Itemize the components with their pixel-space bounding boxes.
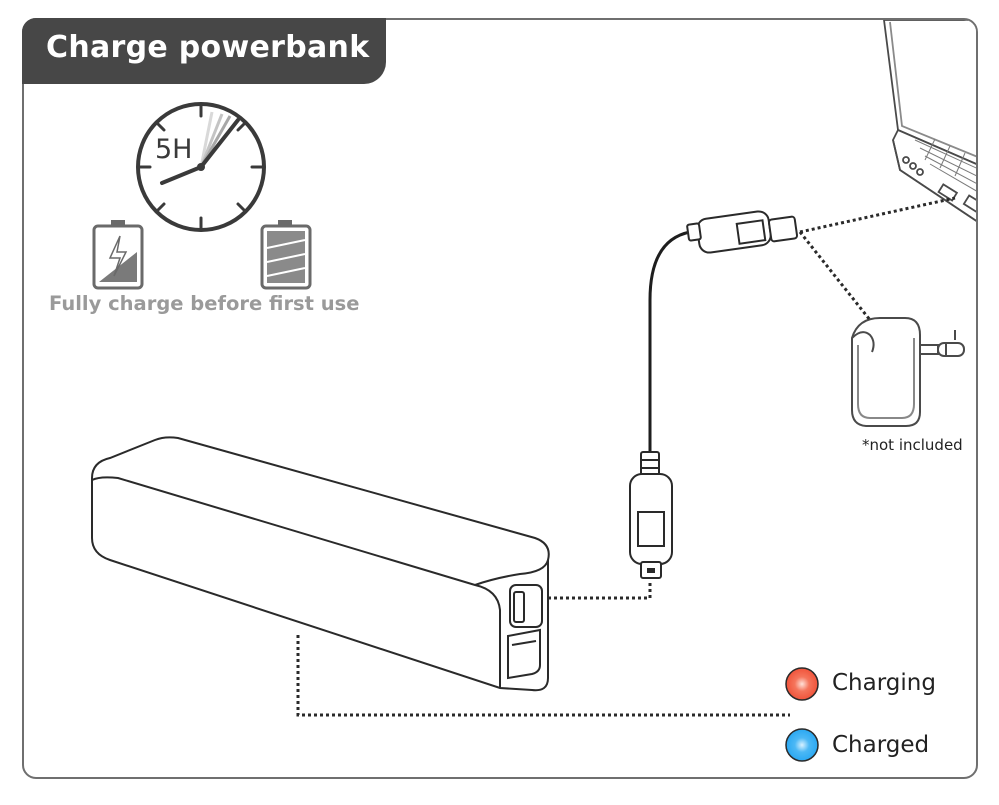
clock-label: 5H: [155, 134, 193, 165]
battery-full-icon: [260, 220, 312, 290]
first-use-note: Fully charge before first use: [49, 292, 360, 315]
battery-charging-icon: [92, 220, 144, 290]
wall-adapter-icon: [851, 317, 965, 427]
legend-charging-label: Charging: [832, 670, 936, 696]
diagram-frame: [22, 18, 978, 779]
legend-charged-label: Charged: [832, 732, 930, 758]
not-included-footnote: *not included: [862, 436, 963, 454]
page-title: Charge powerbank: [46, 30, 370, 65]
connection-lines: [296, 196, 956, 717]
powerbank-icon: [91, 436, 550, 692]
legend-charged-dot: [785, 728, 819, 762]
laptop-icon: [882, 20, 976, 232]
legend-charging-dot: [785, 667, 819, 701]
clock-icon: [136, 102, 266, 232]
usb-cable-icon: [629, 210, 799, 579]
title-tab: [22, 18, 386, 84]
